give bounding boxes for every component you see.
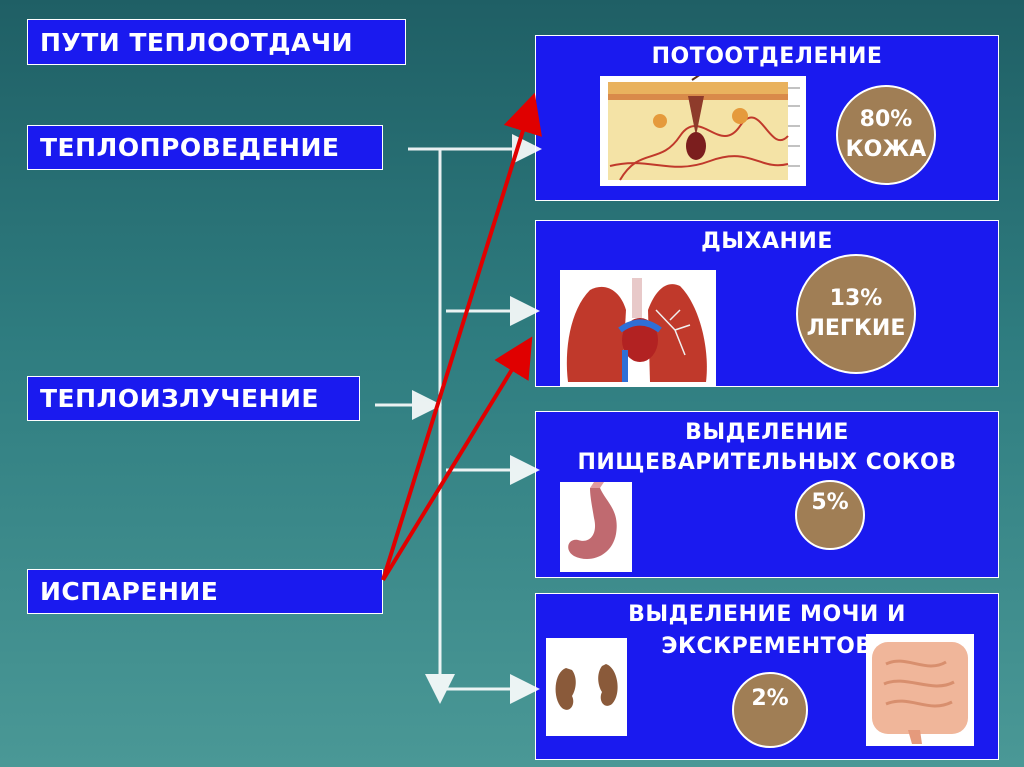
excretion-panel-title-line1: ВЫДЕЛЕНИЕ МОЧИ И bbox=[628, 602, 906, 627]
radiation-label-text: ТЕПЛОИЗЛУЧЕНИЕ bbox=[40, 384, 319, 413]
kidneys-image bbox=[546, 638, 627, 736]
evaporation-label: ИСПАРЕНИЕ bbox=[27, 569, 383, 614]
stomach-image bbox=[560, 482, 632, 572]
breathing-panel: ДЫХАНИЕ 13% ЛЕГКИЕ bbox=[535, 220, 999, 387]
sweat-panel-title: ПОТООТДЕЛЕНИЕ bbox=[651, 44, 883, 69]
breathing-percent-circle: 13% ЛЕГКИЕ bbox=[796, 254, 916, 374]
excretion-panel: ВЫДЕЛЕНИЕ МОЧИ И ЭКСКРЕМЕНТОВ 2% bbox=[535, 593, 999, 760]
red-arrow-to-sweat bbox=[381, 92, 542, 581]
diagram-title-text: ПУТИ ТЕПЛООТДАЧИ bbox=[40, 27, 353, 57]
breathing-panel-title: ДЫХАНИЕ bbox=[701, 229, 833, 254]
intestines-image bbox=[866, 634, 974, 746]
conduction-label: ТЕПЛОПРОВЕДЕНИЕ bbox=[27, 125, 383, 170]
skin-image bbox=[600, 67, 806, 186]
digestive-panel-title-line2: ПИЩЕВАРИТЕЛЬНЫХ СОКОВ bbox=[577, 450, 957, 475]
breathing-percent: 13% bbox=[829, 286, 883, 311]
white-connector-lines bbox=[375, 134, 542, 704]
breathing-organ: ЛЕГКИЕ bbox=[806, 316, 906, 341]
lungs-image bbox=[560, 270, 716, 387]
excretion-percent: 2% bbox=[751, 686, 789, 711]
digestive-panel: ВЫДЕЛЕНИЕ ПИЩЕВАРИТЕЛЬНЫХ СОКОВ 5% bbox=[535, 411, 999, 578]
sweat-panel: ПОТООТДЕЛЕНИЕ 80% КОЖА bbox=[535, 35, 999, 201]
radiation-label: ТЕПЛОИЗЛУЧЕНИЕ bbox=[27, 376, 360, 421]
sweat-organ: КОЖА bbox=[845, 137, 927, 162]
evaporation-label-text: ИСПАРЕНИЕ bbox=[40, 577, 219, 606]
conduction-label-text: ТЕПЛОПРОВЕДЕНИЕ bbox=[40, 133, 340, 162]
digestive-percent: 5% bbox=[811, 490, 849, 515]
red-arrow-to-breathing bbox=[381, 336, 533, 582]
sweat-percent: 80% bbox=[859, 107, 913, 132]
sweat-percent-circle: 80% КОЖА bbox=[836, 85, 936, 185]
excretion-panel-title-line2: ЭКСКРЕМЕНТОВ bbox=[661, 634, 873, 659]
red-evaporation-arrows bbox=[381, 92, 542, 582]
digestive-panel-title-line1: ВЫДЕЛЕНИЕ bbox=[685, 420, 849, 445]
excretion-percent-circle: 2% bbox=[732, 672, 808, 748]
digestive-percent-circle: 5% bbox=[795, 480, 865, 550]
diagram-title: ПУТИ ТЕПЛООТДАЧИ bbox=[27, 19, 406, 65]
